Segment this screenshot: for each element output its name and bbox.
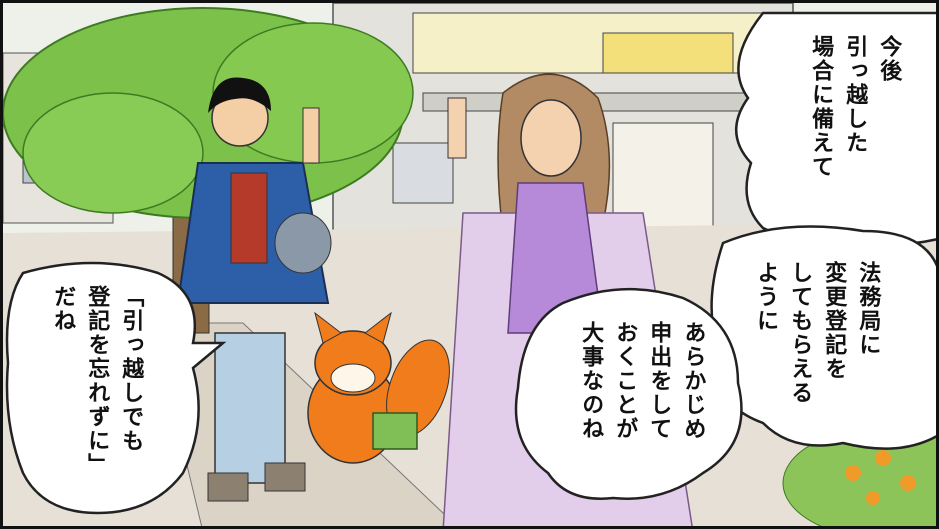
street-scene <box>3 3 936 526</box>
man-character <box>176 77 332 502</box>
fox-mascot <box>307 311 450 464</box>
speech-text-man-left: 「引っ越しでも 登記を忘れずに」 だね <box>50 285 144 477</box>
speech-bubble-bottom <box>514 287 743 500</box>
flower-bed <box>782 427 936 526</box>
speech-bubble-left <box>5 261 227 515</box>
speech-text-woman-mid: 法務局に 変更登記を してもらえる ように <box>753 261 881 405</box>
speech-text-woman-bottom: あらかじめ 申出をして おくことが 大事なのね <box>578 321 706 441</box>
speech-text-woman-top: 今後 引っ越した 場合に備えて <box>808 35 902 179</box>
